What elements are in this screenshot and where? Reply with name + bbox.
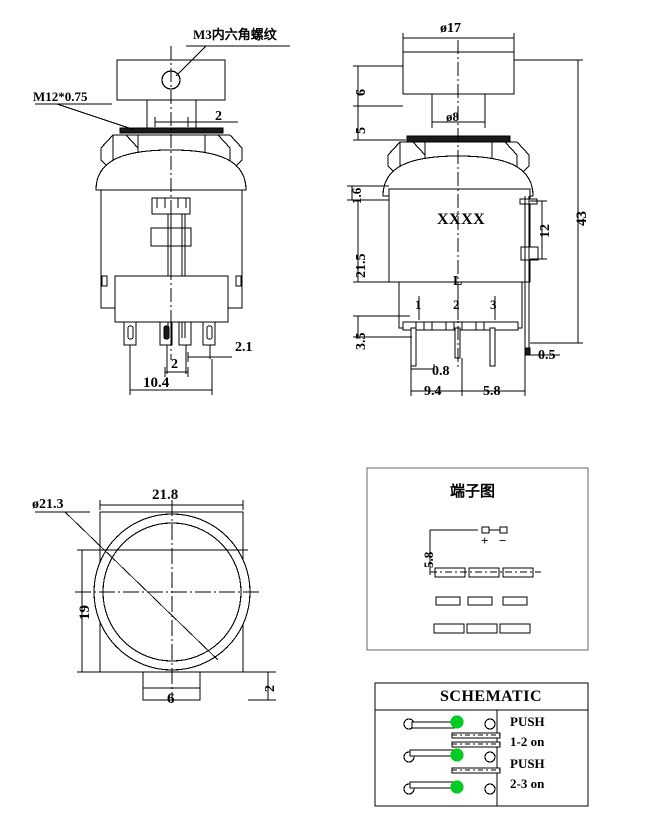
dim-terminal-span2: 5.8 xyxy=(483,384,501,399)
dim-washer-thickness: 1.6 xyxy=(349,187,364,204)
dim-key-depth: 2 xyxy=(263,685,278,692)
dim-cap-height: 6 xyxy=(354,89,369,96)
dim-hole-diameter: ø21.3 xyxy=(32,497,64,512)
polarity-minus: − xyxy=(499,533,507,548)
dim-terminal-spacing: 5.8 xyxy=(421,551,436,568)
schematic-note-1-2-on: 1-2 on xyxy=(510,734,545,749)
dim-cap-diameter: ø17 xyxy=(440,21,461,36)
view-left-geometry xyxy=(95,46,247,360)
schematic-note-push-2: PUSH xyxy=(510,756,545,771)
schematic-note-push-1: PUSH xyxy=(510,714,545,729)
terminal-label-2: 2 xyxy=(453,297,460,312)
view-right-dimensions xyxy=(347,33,583,396)
schematic-title: SCHEMATIC xyxy=(440,688,542,705)
callout-m3-thread: M3内六角螺纹 xyxy=(193,27,277,42)
dim-terminal-width: 0.8 xyxy=(432,364,450,379)
polarity-plus: + xyxy=(481,533,489,548)
dim-stem-diameter: ø8 xyxy=(446,109,459,124)
terminal-box-title: 端子图 xyxy=(450,484,496,500)
dim-pin-span: 10.4 xyxy=(143,375,170,391)
dim-terminal-height: 3.5 xyxy=(354,332,369,351)
dim-body-height: 21.5 xyxy=(354,253,369,279)
dim-bottom-width: 21.8 xyxy=(152,487,179,503)
schematic-note-2-3-on: 2-3 on xyxy=(510,776,545,791)
dim-key-width: 6 xyxy=(167,691,175,707)
dim-pin-pitch: 2 xyxy=(171,357,178,372)
callout-m12-thread: M12*0.75 xyxy=(33,89,88,104)
view-left-leaders xyxy=(35,45,290,131)
view-bottom-geometry xyxy=(35,500,262,701)
terminal-label-3: 3 xyxy=(490,297,497,312)
view-left-dimensions xyxy=(129,117,238,395)
dim-total-height: 43 xyxy=(574,211,590,226)
led-marking: L xyxy=(453,274,463,289)
body-marking: XXXX xyxy=(437,211,486,228)
terminal-box-geometry xyxy=(366,467,589,651)
dim-terminal-span: 9.4 xyxy=(424,384,442,399)
terminal-label-1: 1 xyxy=(415,297,422,312)
dim-stem-height: 5 xyxy=(354,127,369,134)
dim-bottom-height: 19 xyxy=(77,605,93,620)
view-bottom-dimensions xyxy=(77,500,276,701)
dim-bracket-height: 12 xyxy=(538,224,553,238)
dim-pin-offset: 2.1 xyxy=(235,340,253,355)
dim-bracket-thickness: 0.5 xyxy=(538,348,556,363)
view-right-geometry xyxy=(382,40,539,370)
schematic-box-geometry xyxy=(374,682,589,807)
dim-cap-gap: 2 xyxy=(215,109,222,124)
